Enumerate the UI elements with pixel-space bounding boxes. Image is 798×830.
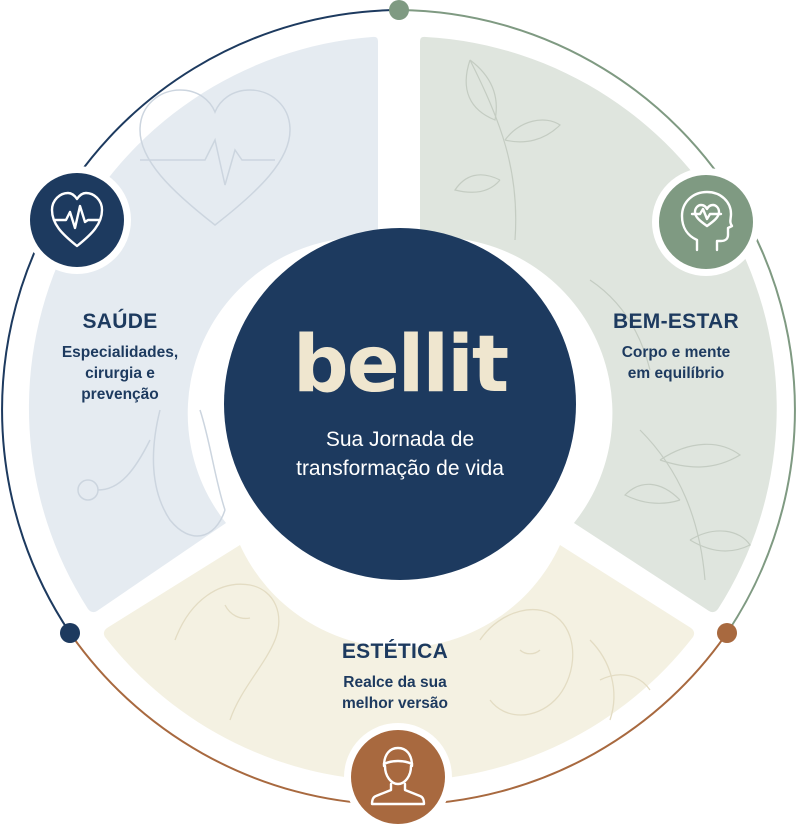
saude-desc-line-3: prevenção (81, 386, 159, 403)
estetica-description: Realce da sua melhor versão (300, 672, 490, 714)
person-icon (370, 746, 426, 806)
estetica-title: ESTÉTICA (341, 640, 449, 663)
bemestar-description: Corpo e mente em equilíbrio (583, 342, 769, 384)
estetica-label: ESTÉTICA Realce da sua melhor versão (300, 640, 490, 714)
bellit-logo: bellit (292, 320, 509, 410)
segment-estetica (103, 545, 695, 782)
saude-title: SAÚDE (82, 310, 158, 333)
tagline-line-1: Sua Jornada de (325, 428, 475, 451)
badge-bemestar (652, 168, 760, 276)
ring-dot-left (60, 623, 80, 643)
saude-description: Especialidades, cirurgia e prevenção (30, 342, 210, 405)
estetica-desc-line-2: melhor versão (342, 695, 448, 712)
head-heart-icon (680, 190, 734, 252)
badge-saude (23, 166, 131, 274)
segment-saude (28, 36, 378, 613)
tagline-line-2: transformação de vida (296, 457, 504, 480)
estetica-desc-line-1: Realce da sua (343, 674, 447, 691)
ring-dot-top (389, 0, 409, 20)
bemestar-title: BEM-ESTAR (613, 310, 739, 333)
center-circle (224, 228, 576, 580)
badge-estetica (344, 723, 452, 830)
bemestar-desc-line-2: em equilíbrio (627, 365, 725, 382)
face-decoration (174, 583, 651, 721)
health-decoration (77, 89, 291, 537)
saude-desc-line-1: Especialidades, (61, 344, 179, 361)
heart-pulse-icon (50, 191, 104, 248)
center-tagline: Sua Jornada de transformação de vida (240, 425, 560, 483)
bemestar-desc-line-1: Corpo e mente (621, 344, 731, 361)
saude-desc-line-2: cirurgia e (85, 365, 155, 382)
ring-dot-right (717, 623, 737, 643)
botanical-decoration (454, 59, 751, 581)
saude-label: SAÚDE Especialidades, cirurgia e prevenç… (30, 310, 210, 405)
bemestar-label: BEM-ESTAR Corpo e mente em equilíbrio (583, 310, 769, 384)
